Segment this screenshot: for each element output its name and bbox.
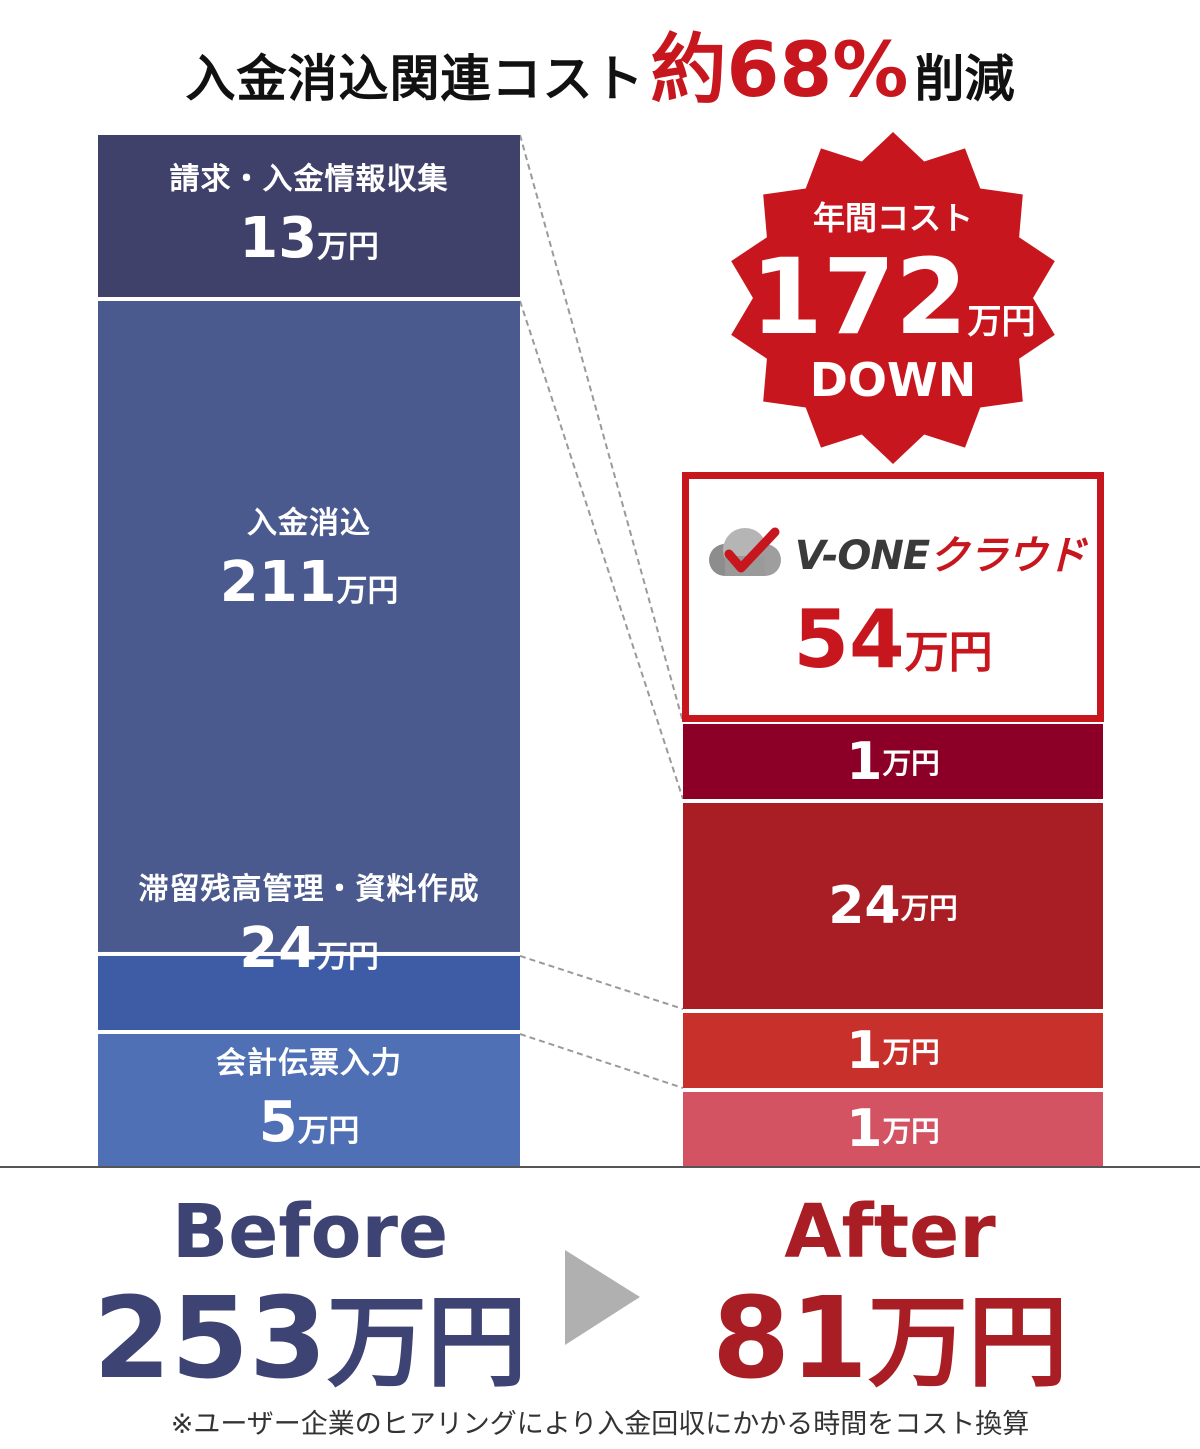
before-segment-label-balance-management: 滞留残高管理・資料作成 24万円 (98, 822, 520, 1030)
connector-line (519, 955, 684, 1010)
vone-cloud-segment: V-ONEクラウド 54万円 (682, 472, 1104, 722)
after-total: 81万円 (712, 1274, 1068, 1405)
before-segment-value: 5万円 (258, 1090, 360, 1156)
connector-line (519, 1033, 684, 1089)
connector-lines (519, 134, 684, 1089)
badge-down: DOWN (809, 353, 977, 407)
before-bar-segment (98, 301, 520, 952)
before-segment-value: 13万円 (239, 206, 379, 272)
connector-line (519, 134, 684, 723)
after-bar-segment (683, 1013, 1103, 1088)
arrow-right-icon (565, 1250, 640, 1345)
badge-text: 年間コスト 172万円 DOWN (725, 130, 1061, 466)
before-segment-value: 24万円 (239, 916, 379, 982)
after-bar-segment (683, 803, 1103, 1009)
before-bar-segment (98, 1034, 520, 1166)
before-segment-label-journal-entry: 会計伝票入力 5万円 (98, 1034, 520, 1166)
before-segment-value: 211万円 (219, 550, 399, 616)
before-bar-segment (98, 955, 520, 1030)
vone-cost-value: 54万円 (793, 593, 993, 686)
before-segment-name: 請求・入金情報収集 (169, 162, 449, 198)
before-segment-label-reconciliation: 入金消込 211万円 (98, 302, 520, 818)
after-bars (683, 724, 1103, 1166)
badge-caption: 年間コスト (812, 199, 973, 237)
title-highlight: 約68% (650, 25, 909, 114)
before-bar-segment (98, 135, 520, 297)
before-summary: Before 253万円 (60, 1189, 560, 1405)
connector-line (519, 300, 684, 800)
page-title: 入金消込関連コスト 約68% 削減 (0, 8, 1200, 114)
before-segment-name: 滞留残高管理・資料作成 (138, 872, 480, 908)
vone-brand: V-ONEクラウド (794, 533, 1086, 579)
after-label: After (784, 1189, 996, 1275)
before-segment-name: 会計伝票入力 (216, 1046, 402, 1082)
before-label: Before (171, 1189, 449, 1275)
before-segment-label-info-collection: 請求・入金情報収集 13万円 (98, 135, 520, 297)
vone-logo: V-ONEクラウド (701, 523, 1086, 581)
chart-baseline (0, 1166, 1200, 1168)
title-prefix: 入金消込関連コスト (185, 50, 645, 108)
before-bars (98, 135, 520, 1166)
after-bar-segment (683, 1092, 1103, 1166)
title-suffix: 削減 (914, 50, 1015, 108)
before-segment-name: 入金消込 (247, 506, 371, 542)
after-bar-segment (683, 724, 1103, 799)
cloud-check-icon (708, 527, 781, 576)
footnote: ※ユーザー企業のヒアリングにより入金回収にかかる時間をコスト換算 (170, 1409, 1030, 1440)
before-total: 253万円 (93, 1274, 527, 1405)
badge-value: 172万円 (750, 236, 1036, 358)
after-summary: After 81万円 (640, 1189, 1140, 1405)
starburst-badge (731, 132, 1055, 464)
